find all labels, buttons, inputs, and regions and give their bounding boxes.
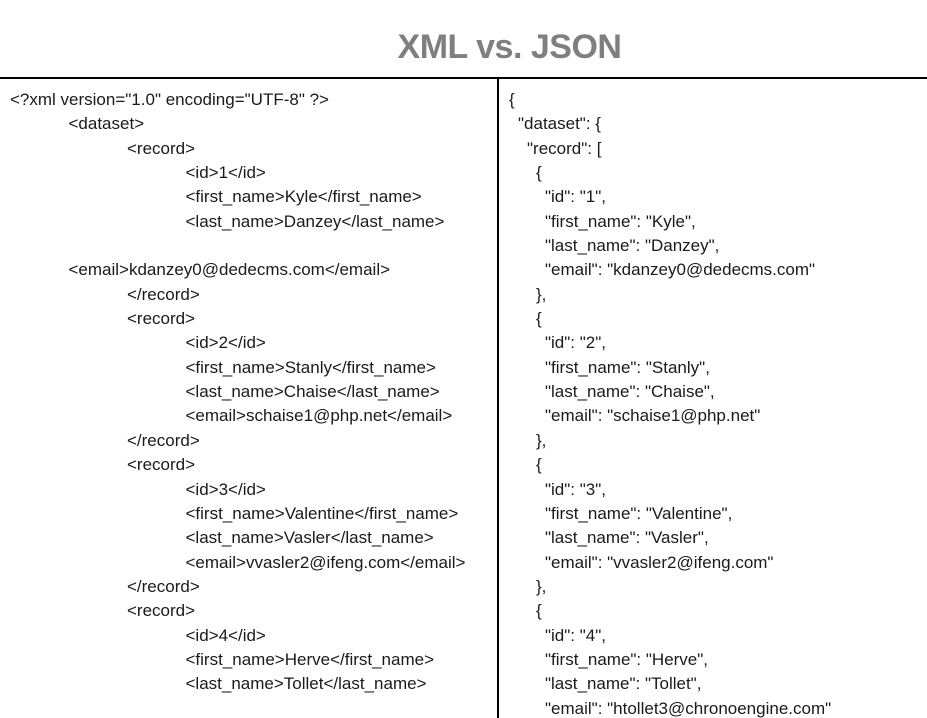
code-line: }, (536, 430, 547, 450)
code-line: "first_name": "Kyle", (545, 211, 696, 231)
code-line: <last_name>Chaise</last_name> (185, 382, 440, 402)
code-line: "last_name": "Vasler", (545, 528, 709, 548)
code-line: <record> (127, 455, 196, 475)
code-line: "email": "vvasler2@ifeng.com" (545, 552, 774, 572)
json-code-panel: {"dataset": {"record": [{"id": "1","firs… (499, 79, 927, 718)
code-line: "id": "2", (545, 333, 606, 353)
code-line: "dataset": { (518, 114, 601, 134)
code-line: <record> (127, 138, 196, 158)
code-line: "email": "schaise1@php.net" (545, 406, 761, 426)
code-line: <id>1</id> (185, 163, 266, 183)
code-line: <email>kdanzey0@dedecms.com</email> (68, 260, 391, 280)
code-line: <last_name>Tollet</last_name> (185, 674, 427, 694)
code-line: }, (536, 284, 547, 304)
code-line: <id>4</id> (185, 625, 266, 645)
code-line: "first_name": "Valentine", (545, 503, 733, 523)
code-line: <?xml version="1.0" encoding="UTF-8" ?> (10, 90, 329, 109)
code-line: <first_name>Herve</first_name> (185, 649, 435, 669)
code-line: "email": "htollet3@chronoengine.com" (545, 698, 832, 718)
code-line: "last_name": "Chaise", (545, 382, 715, 402)
code-line: </record> (127, 430, 200, 450)
code-line: </record> (127, 576, 200, 596)
code-line: { (536, 455, 542, 475)
code-line: { (536, 163, 542, 183)
code-line: <record> (127, 309, 196, 329)
code-line (0, 234, 497, 258)
code-line: "record": [ (527, 138, 602, 158)
code-line: <email>schaise1@php.net</email> (185, 406, 453, 426)
code-line: <dataset> (68, 114, 145, 134)
code-line: "last_name": "Tollet", (545, 674, 702, 694)
column-divider (497, 79, 499, 718)
code-line: "email": "kdanzey0@dedecms.com" (545, 260, 816, 280)
title-divider (0, 77, 927, 79)
code-line: <id>2</id> (185, 333, 266, 353)
code-line: </record> (127, 284, 200, 304)
code-line: { (536, 309, 542, 329)
code-line: <last_name>Danzey</last_name> (185, 211, 445, 231)
code-line: "id": "1", (545, 187, 606, 207)
code-line: <email>vvasler2@ifeng.com</email> (185, 552, 466, 572)
comparison-columns: <?xml version="1.0" encoding="UTF-8" ?> <… (0, 79, 927, 718)
code-line: "last_name": "Danzey", (545, 236, 720, 256)
code-line: <last_name>Vasler</last_name> (185, 528, 434, 548)
code-line: <id>3</id> (185, 479, 266, 499)
code-line: }, (536, 576, 547, 596)
code-line: "id": "4", (545, 625, 606, 645)
code-line: { (509, 90, 515, 109)
page-title: XML vs. JSON (397, 28, 622, 66)
code-line: <record> (127, 601, 196, 621)
code-line: <first_name>Valentine</first_name> (185, 503, 459, 523)
code-line: "first_name": "Herve", (545, 649, 709, 669)
code-line: "id": "3", (545, 479, 606, 499)
xml-code-panel: <?xml version="1.0" encoding="UTF-8" ?> <… (0, 79, 497, 718)
code-line: <first_name>Stanly</first_name> (185, 357, 436, 377)
code-line: { (536, 601, 542, 621)
code-line: "first_name": "Stanly", (545, 357, 710, 377)
code-line: <first_name>Kyle</first_name> (185, 187, 422, 207)
